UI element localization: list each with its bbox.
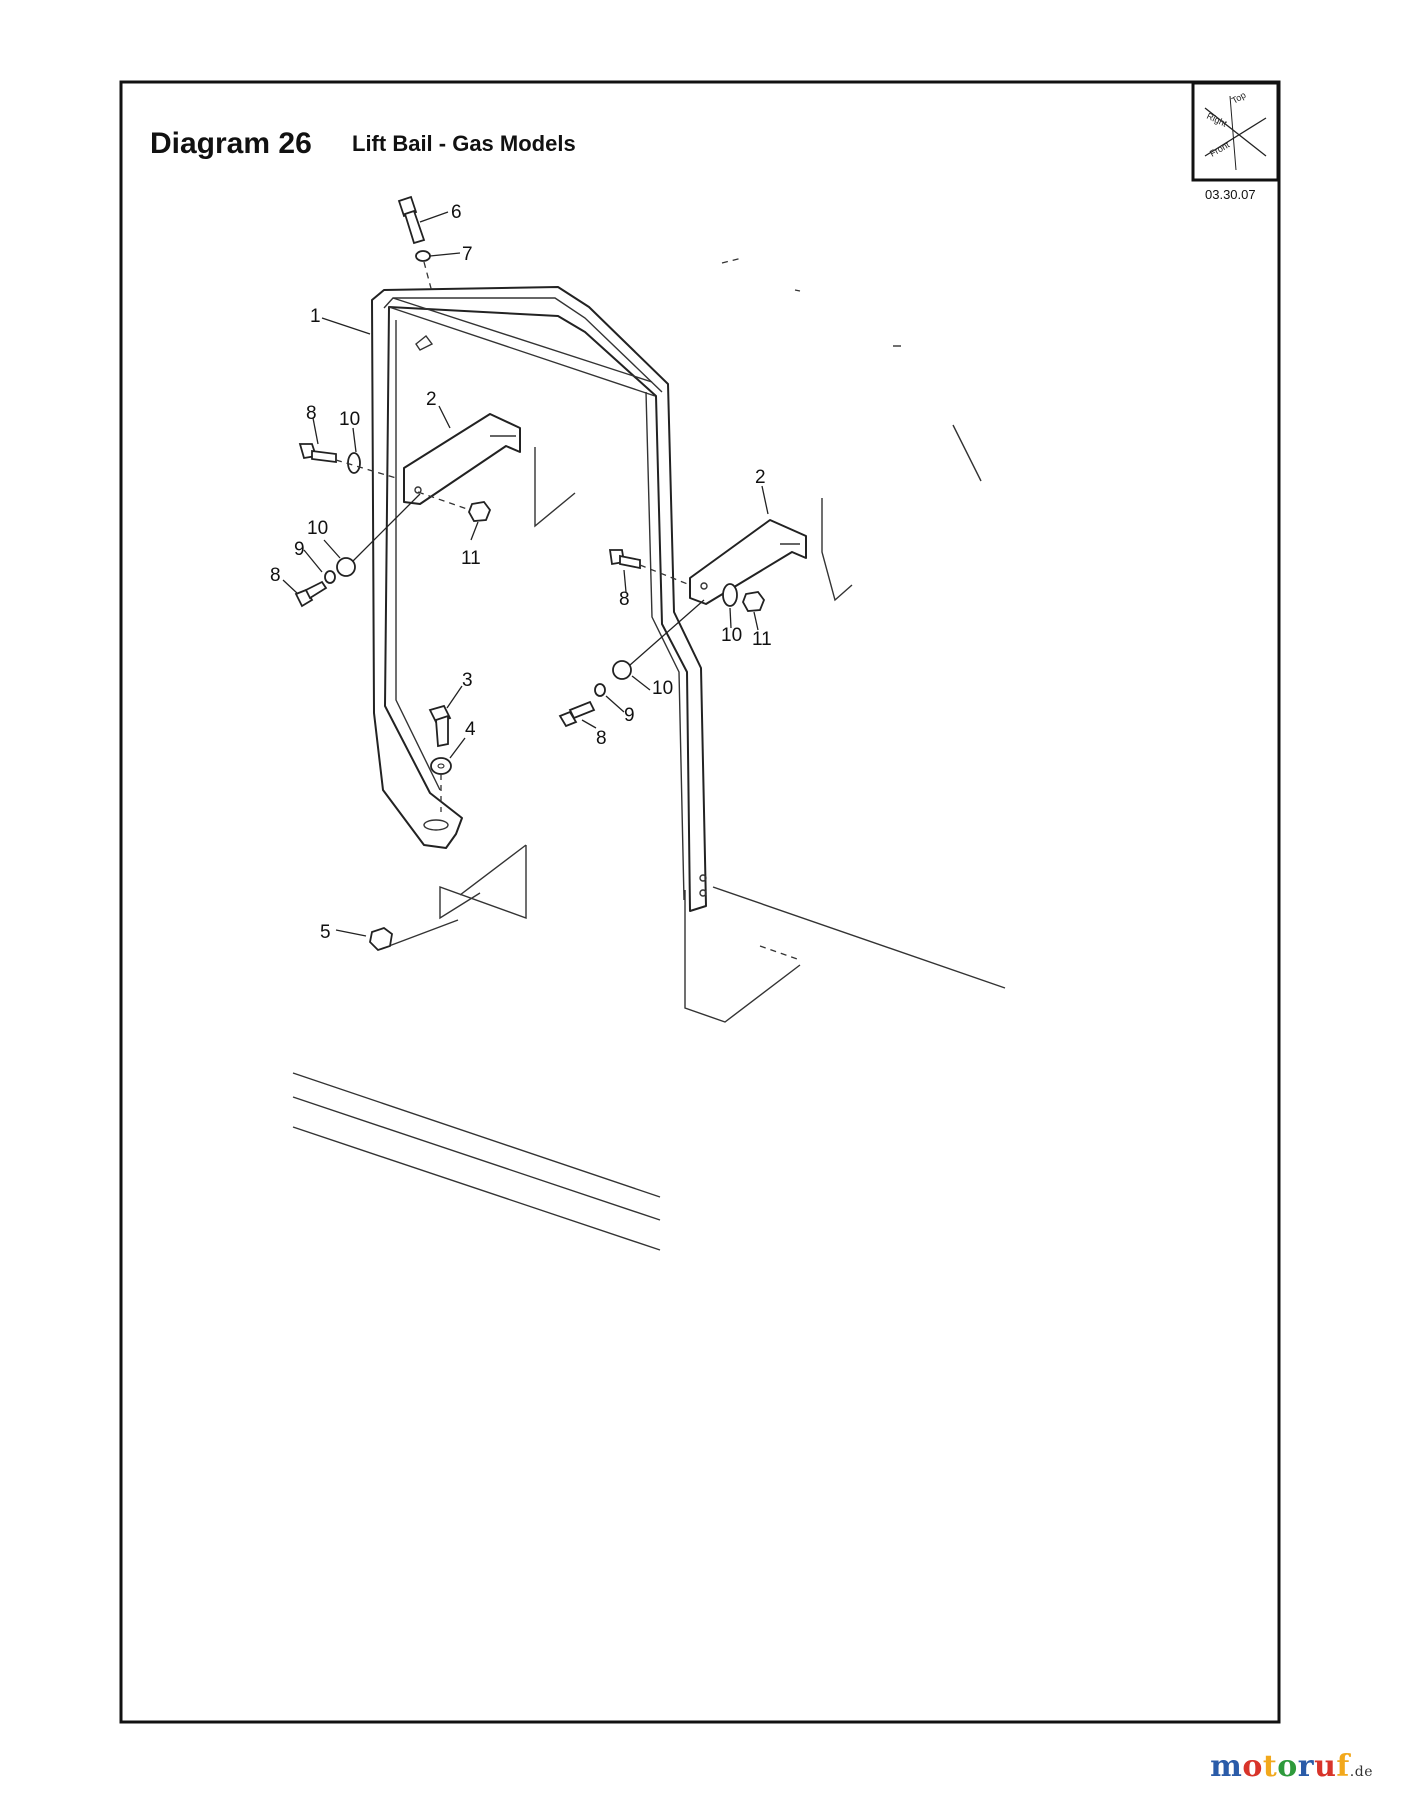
washer-10-lower-right xyxy=(612,660,632,680)
bracket-right xyxy=(689,519,807,605)
callout-7: 7 xyxy=(462,244,473,265)
callout-4: 4 xyxy=(465,719,476,740)
callout-8-upper-right: 8 xyxy=(619,589,630,610)
callout-8-lower-left: 8 xyxy=(270,565,281,586)
nut-11-right xyxy=(742,591,766,612)
motoruf-watermark-logo: motoruf.de xyxy=(1210,1749,1373,1784)
watermark-letter: o xyxy=(1277,1749,1298,1784)
nut-11-left xyxy=(468,501,492,522)
callout-8-upper-left: 8 xyxy=(306,403,317,424)
callout-5: 5 xyxy=(320,922,331,943)
callout-leaders xyxy=(282,211,769,937)
callout-2-right: 2 xyxy=(755,467,766,488)
locknut-7 xyxy=(415,250,431,262)
watermark-letter: f xyxy=(1336,1749,1350,1784)
diagram-number: Diagram 26 xyxy=(150,127,312,160)
watermark-letter: t xyxy=(1262,1749,1278,1784)
washer-10-lower-left xyxy=(336,557,356,577)
watermark-letter: m xyxy=(1210,1749,1243,1784)
callout-10-upper-right: 10 xyxy=(721,625,742,646)
lift-bail-frame xyxy=(371,286,707,912)
washer-4 xyxy=(430,757,452,775)
page-frame xyxy=(119,80,1281,1724)
callout-10-lower-left: 10 xyxy=(307,518,328,539)
callout-1: 1 xyxy=(310,306,321,327)
bolt-3 xyxy=(428,704,452,748)
washer-10-upper-right xyxy=(722,583,738,607)
bolt-8-lower-right xyxy=(558,700,596,728)
nut-5 xyxy=(369,926,393,952)
bracket-left xyxy=(403,413,521,505)
bolt-8-lower-left xyxy=(294,580,328,608)
callout-8-lower-right: 8 xyxy=(596,728,607,749)
washer-10-upper-left xyxy=(347,452,361,474)
callout-6: 6 xyxy=(451,202,462,223)
orientation-axes-icon: Top Right Front xyxy=(1191,81,1280,182)
bolt-8-upper-left xyxy=(298,443,337,464)
callout-3: 3 xyxy=(462,670,473,691)
context-outline xyxy=(292,257,1006,1251)
callout-9-right: 9 xyxy=(624,705,635,726)
bolt-8-upper-right xyxy=(608,549,641,570)
bolt-6 xyxy=(397,195,426,245)
callout-11-left: 11 xyxy=(461,548,481,569)
diagram-title: Lift Bail - Gas Models xyxy=(352,131,576,156)
callout-labels: 1 2 2 3 4 5 6 7 8 8 8 8 9 9 10 10 10 10 … xyxy=(270,202,772,943)
lockwasher-9-left xyxy=(324,570,336,584)
callout-9-left: 9 xyxy=(294,539,305,560)
callout-10-upper-left: 10 xyxy=(339,409,360,430)
watermark-letter: u xyxy=(1314,1749,1337,1784)
date-code: 03.30.07 xyxy=(1205,187,1256,202)
watermark-letter: o xyxy=(1242,1749,1263,1784)
watermark-tld: .de xyxy=(1349,1764,1373,1780)
callout-11-right: 11 xyxy=(752,629,772,650)
callout-2-left: 2 xyxy=(426,389,437,410)
watermark-letter: r xyxy=(1297,1749,1315,1784)
callout-10-lower-right: 10 xyxy=(652,678,673,699)
lockwasher-9-right xyxy=(594,683,606,697)
